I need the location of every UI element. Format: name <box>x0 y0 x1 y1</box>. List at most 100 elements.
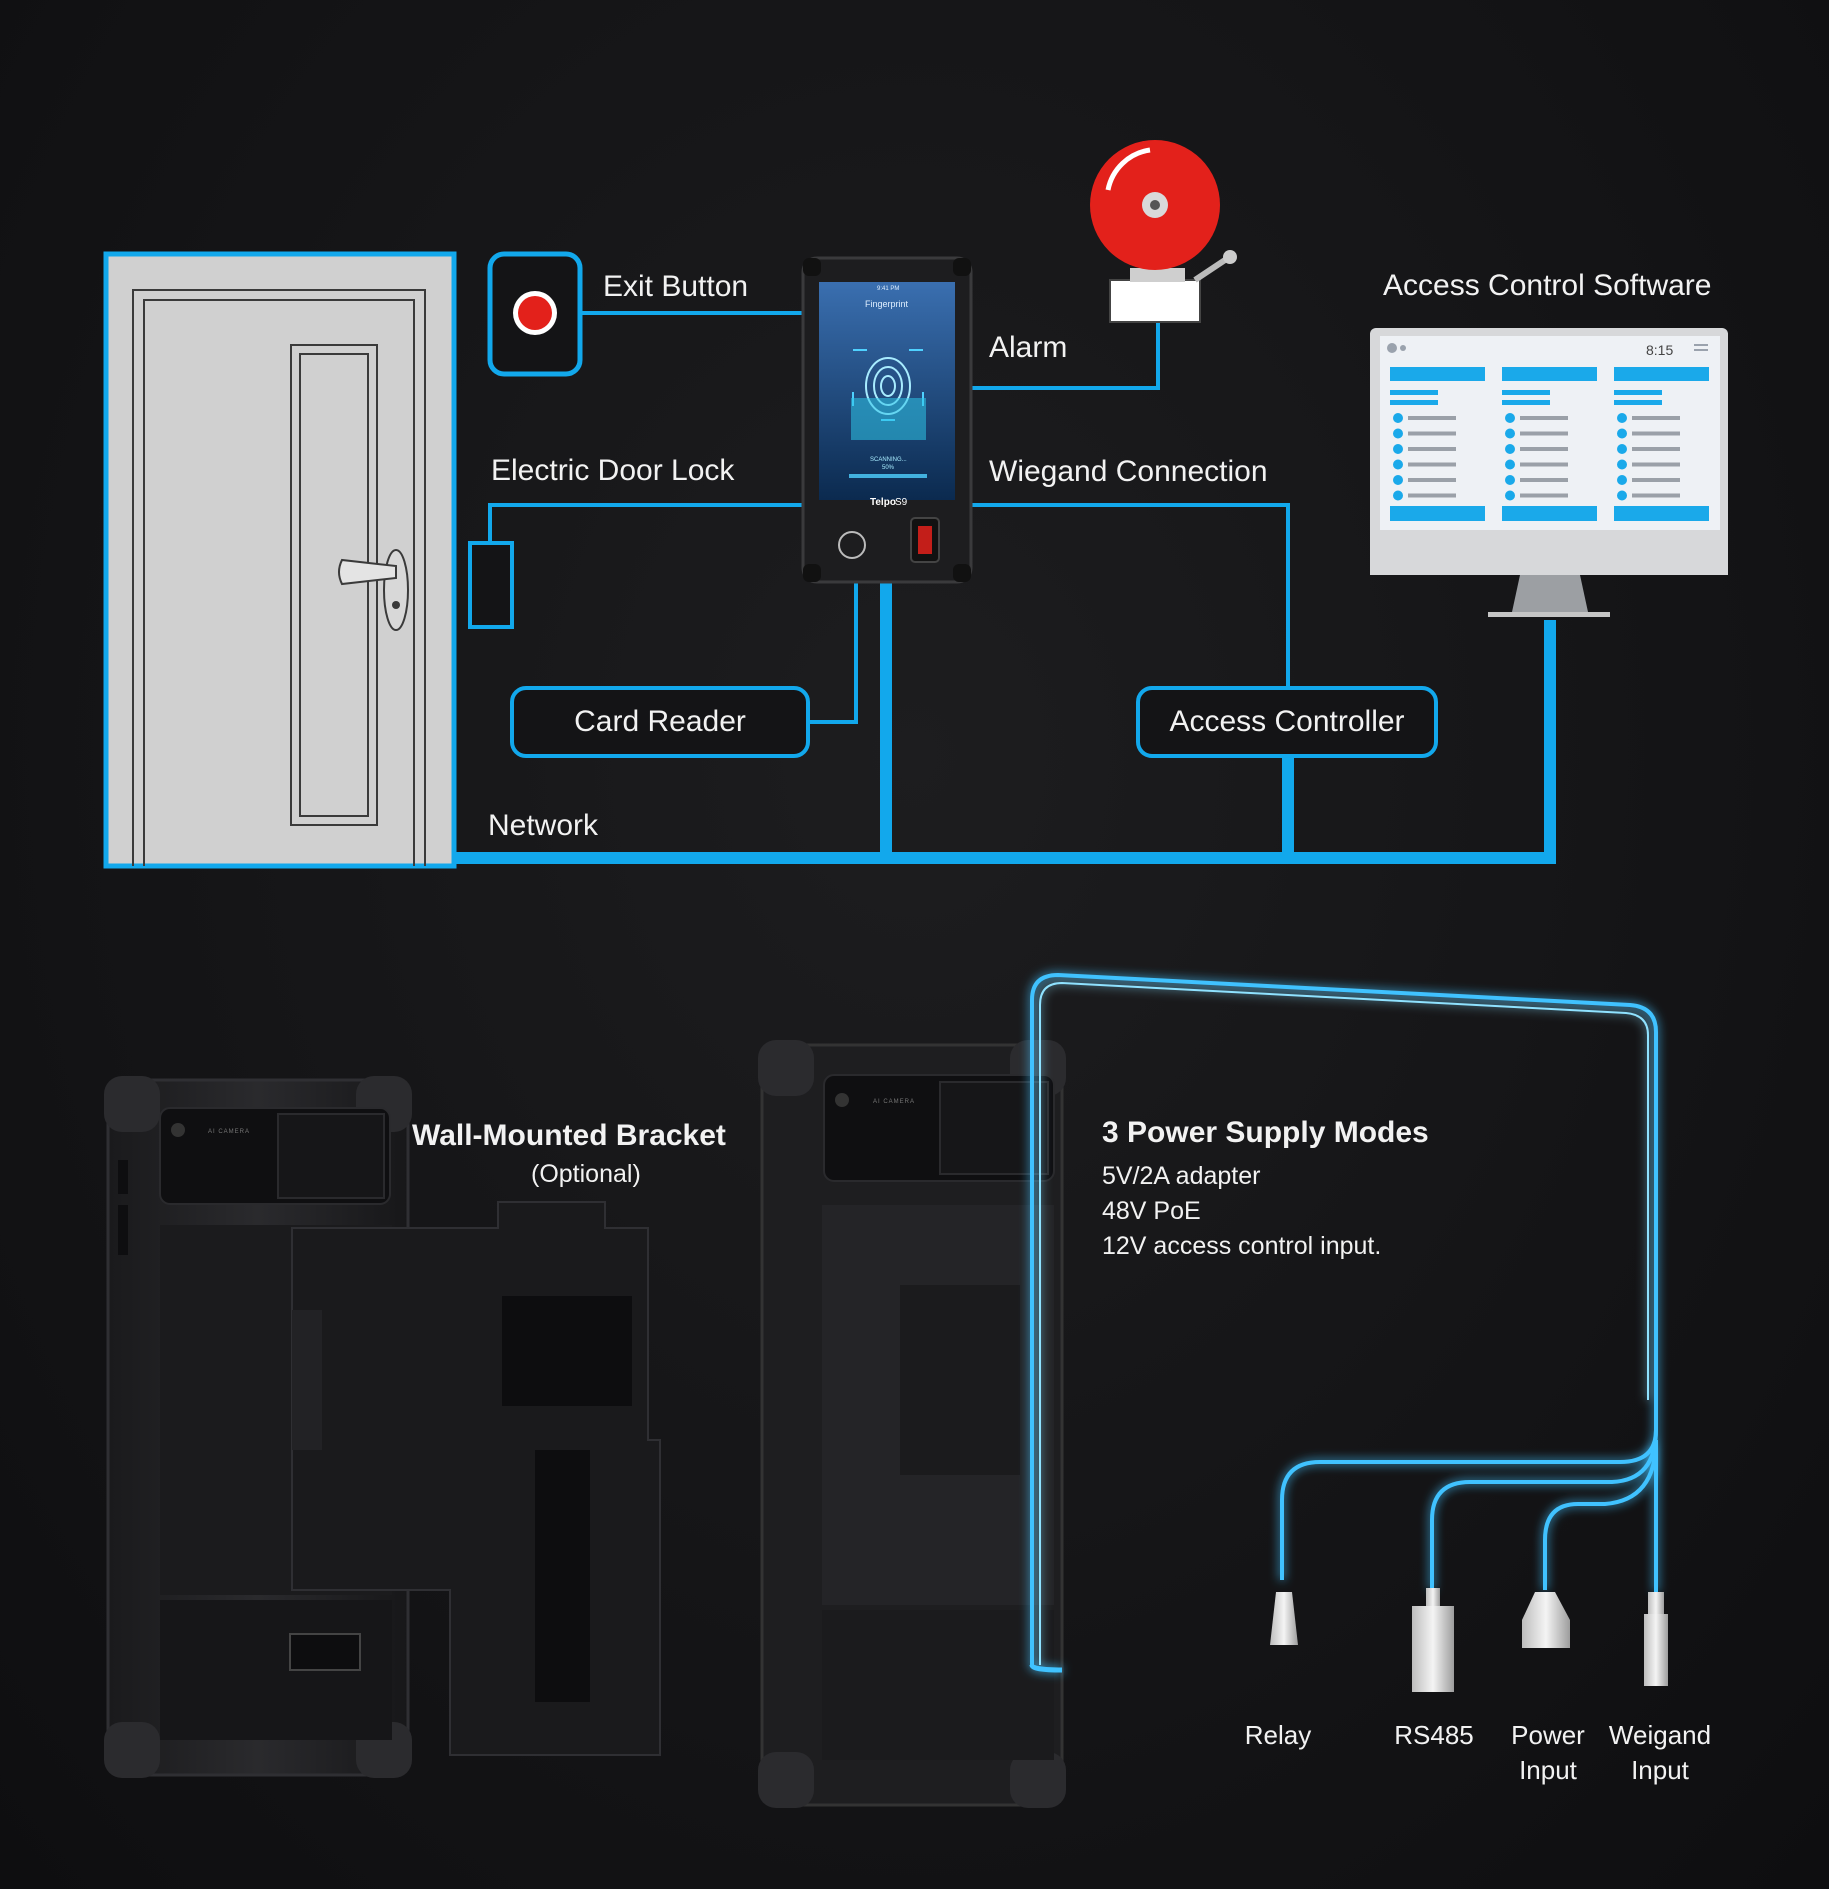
monitor-list-line <box>1408 447 1456 451</box>
monitor-list-dot <box>1505 475 1515 485</box>
monitor-list-line <box>1632 462 1680 467</box>
monitor-list-dot <box>1505 459 1515 470</box>
camera-label-right: AI CAMERA <box>873 1099 916 1105</box>
monitor-list-dot <box>1617 490 1627 501</box>
plug-rs485-icon <box>1412 1588 1454 1692</box>
access-controller-label: Access Controller <box>1169 705 1405 738</box>
monitor-list-dot <box>1617 459 1627 470</box>
monitor-list-line <box>1520 462 1568 467</box>
monitor-icon <box>1370 328 1728 617</box>
door-handle-plate <box>383 549 409 631</box>
port-weigand-input: Weigand Input <box>1600 1718 1720 1788</box>
monitor-subbar <box>1390 400 1438 405</box>
monitor-header-bar <box>1390 367 1485 381</box>
power-mode-1: 5V/2A adapter <box>1102 1162 1261 1190</box>
monitor-subbar <box>1502 390 1550 395</box>
monitor-list-line <box>1520 447 1568 451</box>
power-mode-3: 12V access control input. <box>1102 1232 1382 1260</box>
monitor-list-line <box>1520 416 1568 420</box>
monitor-list-line <box>1520 478 1568 482</box>
monitor-list-line <box>1408 493 1456 498</box>
wall-mounted-bracket <box>291 1201 661 1756</box>
device-screen <box>819 282 955 500</box>
monitor-list-line <box>1408 478 1456 482</box>
monitor-list-dot <box>1617 444 1627 454</box>
monitor-subbar <box>1390 390 1438 395</box>
monitor-list-dot <box>1617 413 1627 423</box>
monitor-header-bar <box>1614 367 1709 381</box>
exit-button-label: Exit Button <box>603 270 749 303</box>
plug-relay-icon <box>1270 1592 1298 1645</box>
device-scan-text: SCANNING... <box>870 457 907 463</box>
monitor-list-line <box>1408 416 1456 420</box>
nfc-icon <box>838 531 866 559</box>
monitor-footer-bar <box>1390 506 1485 521</box>
bracket-subtitle: (Optional) <box>531 1160 641 1188</box>
monitor-list-line <box>1632 493 1680 498</box>
device-brand: Telpo <box>870 497 896 508</box>
monitor-list-line <box>1632 447 1680 451</box>
monitor-subbar <box>1614 390 1662 395</box>
monitor-footer-bar <box>1614 506 1709 521</box>
connection-lines <box>454 311 1556 864</box>
port-rs485-line1: RS485 <box>1394 1720 1474 1750</box>
monitor-list-dot <box>1505 444 1515 454</box>
power-mode-2: 48V PoE <box>1102 1197 1201 1225</box>
plug-wiegand-icon <box>1644 1592 1668 1686</box>
monitor-list-dot <box>1505 428 1515 439</box>
monitor-list-dot <box>1393 475 1403 485</box>
network-label: Network <box>488 809 599 842</box>
alarm-bell-icon <box>1090 140 1237 323</box>
monitor-list-dot <box>1393 428 1403 439</box>
camera-label-left: AI CAMERA <box>208 1129 251 1135</box>
monitor-list-dot <box>1393 413 1403 423</box>
glowing-cable <box>1029 972 1658 1673</box>
monitor-list-line <box>1632 416 1680 420</box>
door <box>103 251 457 869</box>
bracket-title: Wall-Mounted Bracket <box>412 1119 726 1152</box>
power-modes-title: 3 Power Supply Modes <box>1102 1116 1429 1149</box>
monitor-list-line <box>1632 478 1680 482</box>
monitor-list-dot <box>1505 413 1515 423</box>
monitor-list-line <box>1520 493 1568 498</box>
access-controller-box: Access Controller <box>1136 686 1438 758</box>
port-relay-line1: Relay <box>1244 1720 1312 1750</box>
monitor-subbar <box>1502 400 1550 405</box>
alarm-label: Alarm <box>989 331 1068 364</box>
port-relay: Relay <box>1228 1718 1328 1753</box>
card-reader-box: Card Reader <box>510 686 810 758</box>
card-reader-label: Card Reader <box>574 705 746 738</box>
device-model: S9 <box>895 497 908 508</box>
device-scan-percent: 50% <box>882 465 895 471</box>
monitor-list-line <box>1520 431 1568 436</box>
port-power-line2: Input <box>1519 1755 1577 1785</box>
access-terminal-device <box>801 256 973 584</box>
monitor-list-dot <box>1617 428 1627 439</box>
access-control-software-label: Access Control Software <box>1383 269 1712 302</box>
monitor-list-dot <box>1393 490 1403 501</box>
monitor-footer-bar <box>1502 506 1597 521</box>
wiegand-connection-label: Wiegand Connection <box>989 455 1268 488</box>
port-power-input: Power Input <box>1498 1718 1598 1788</box>
port-power-line1: Power <box>1511 1720 1585 1750</box>
monitor-list-dot <box>1617 475 1627 485</box>
plug-power-icon <box>1522 1592 1570 1648</box>
device-screen-title: Fingerprint <box>865 299 909 309</box>
monitor-list-line <box>1408 431 1456 436</box>
monitor-list-dot <box>1505 490 1515 501</box>
monitor-subbar <box>1614 400 1662 405</box>
camera-icon-2 <box>835 1093 849 1107</box>
keyhole-icon <box>392 601 400 609</box>
port-weigand-line1: Weigand <box>1608 1720 1712 1750</box>
electric-door-lock-label: Electric Door Lock <box>491 454 735 487</box>
monitor-list-line <box>1408 462 1456 467</box>
monitor-list-dot <box>1393 459 1403 470</box>
monitor-clock: 8:15 <box>1646 342 1674 358</box>
monitor-list-dot <box>1393 444 1403 454</box>
port-weigand-line2: Input <box>1631 1755 1689 1785</box>
device-status-time: 9:41 PM <box>877 286 900 292</box>
monitor-header-bar <box>1502 367 1597 381</box>
port-rs485: RS485 <box>1384 1718 1484 1753</box>
door-handle <box>338 558 397 586</box>
